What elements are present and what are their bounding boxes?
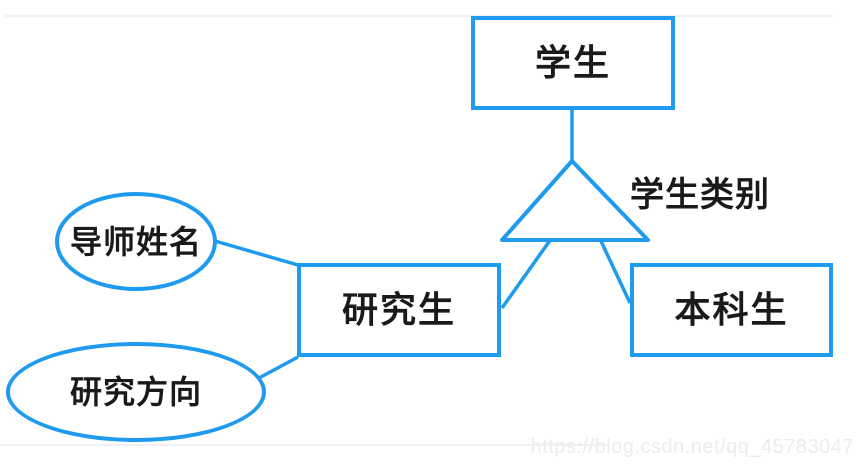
attribute-ellipse-research-direction: 研究方向	[6, 342, 266, 442]
connector-triangle-to-graduate	[500, 237, 553, 310]
isa-triangle	[500, 159, 650, 242]
watermark-url-text: https://blog.csdn.net/qq_45783047	[530, 436, 854, 458]
attribute-label-research-direction: 研究方向	[69, 374, 202, 410]
entity-box-undergraduate: 本科生	[630, 263, 833, 357]
entity-box-graduate: 研究生	[297, 263, 501, 357]
entity-label-student: 学生	[534, 43, 611, 83]
entity-label-undergraduate: 本科生	[674, 290, 789, 330]
attribute-label-advisor-name: 导师姓名	[69, 223, 202, 260]
entity-label-graduate: 研究生	[341, 290, 456, 330]
entity-box-student: 学生	[471, 16, 675, 110]
attribute-ellipse-advisor-name: 导师姓名	[55, 192, 217, 291]
connector-advisor-to-graduate	[214, 239, 299, 267]
connector-triangle-to-undergraduate	[598, 238, 632, 304]
relationship-label: 学生类别	[630, 177, 770, 214]
connector-research-to-graduate	[258, 355, 299, 380]
